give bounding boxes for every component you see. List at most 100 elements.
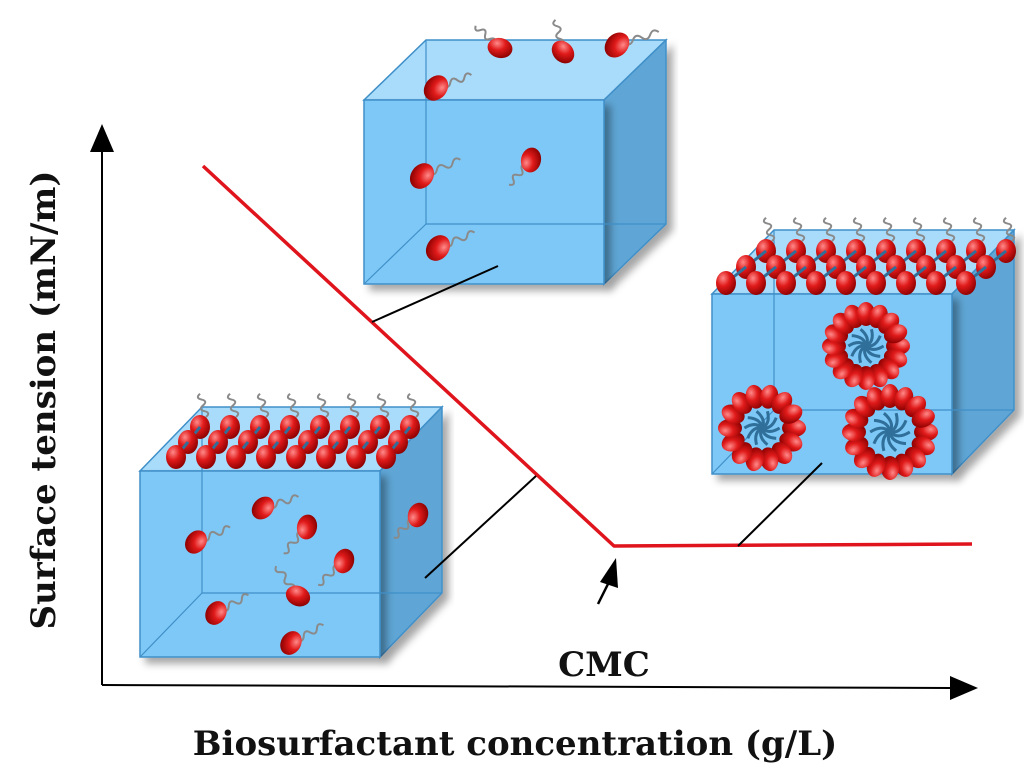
water-tank-intermediate [138, 392, 444, 659]
molecule-head [286, 445, 306, 469]
molecule-head [333, 548, 355, 574]
molecule-head [185, 530, 207, 554]
molecule-head [883, 324, 908, 344]
molecule-head [296, 514, 318, 540]
molecule-head [520, 147, 542, 173]
molecule-head [407, 502, 429, 528]
molecule-head [280, 631, 302, 655]
micelle [842, 384, 938, 480]
x-axis-label: Biosurfactant concentration (g/L) [193, 724, 837, 764]
molecule-head [285, 585, 311, 607]
molecule-tail [444, 230, 476, 248]
micelle-core-tail [761, 417, 778, 430]
molecule-head [759, 447, 779, 472]
molecule-tail [226, 392, 240, 418]
tank-back-edge [363, 223, 427, 285]
molecule-tail [552, 19, 565, 46]
pointer-line-above-cmc [737, 462, 823, 547]
cmc-arrow-icon [600, 558, 618, 588]
molecule-head [487, 37, 513, 59]
molecule-tail [221, 593, 249, 612]
molecule-tail [508, 163, 527, 186]
molecule-head [836, 271, 856, 295]
molecule-tail [623, 29, 660, 46]
molecule-head [779, 404, 803, 424]
molecule-head [425, 235, 451, 261]
axes [90, 124, 978, 700]
x-axis-arrow-icon [950, 676, 978, 700]
molecule-head [956, 271, 976, 295]
micelle [822, 302, 910, 390]
molecule-tail [822, 216, 836, 242]
tank-front-face [363, 99, 605, 285]
molecule-head [376, 445, 396, 469]
water-tank-low [362, 19, 668, 286]
panel-low-concentration [362, 19, 668, 323]
molecule-head [604, 32, 630, 58]
molecule-head [256, 445, 276, 469]
molecule-head [409, 163, 435, 189]
molecule-tail [1002, 216, 1016, 242]
molecule-head [894, 453, 914, 477]
molecule-tail [852, 216, 866, 242]
tank-back-edge [139, 592, 203, 658]
molecule-tail [274, 565, 296, 591]
molecule-tail [942, 216, 956, 242]
molecule-head [896, 271, 916, 295]
molecule-tail [286, 392, 300, 418]
molecule-tail [792, 216, 806, 242]
molecule-head [346, 445, 366, 469]
molecule-head [806, 271, 826, 295]
panel-intermediate-concentration [138, 392, 537, 659]
molecule-tail [912, 216, 926, 242]
micelle-core-tail [889, 419, 908, 434]
pointer-line-intermediate [424, 475, 537, 579]
molecule-head [926, 271, 946, 295]
molecule-tail [442, 72, 473, 89]
molecule-tail [346, 392, 360, 418]
molecule-head [721, 432, 745, 452]
micelle [718, 384, 806, 472]
molecule-head [226, 445, 246, 469]
molecule-tail [882, 216, 896, 242]
molecule-tail [283, 530, 303, 555]
molecule-head [911, 408, 935, 428]
molecule-head [845, 436, 869, 456]
molecule-tail [393, 518, 414, 539]
molecule-tail [317, 564, 340, 587]
molecule-head [716, 271, 736, 295]
cmc-label: CMC [558, 645, 650, 685]
molecule-head [745, 384, 765, 409]
molecule-head [866, 271, 886, 295]
surface-tension-curve [201, 164, 973, 548]
molecule-tail [762, 216, 776, 242]
y-axis-label: Surface tension (mN/m) [24, 171, 64, 630]
micelle-core-tail [865, 335, 882, 348]
molecule-head [166, 445, 186, 469]
molecule-head [746, 271, 766, 295]
molecule-head [423, 75, 449, 101]
molecule-head [316, 445, 336, 469]
molecule-head [866, 387, 886, 411]
molecule-tail [296, 623, 324, 642]
molecule-tail [406, 392, 420, 418]
molecule-head [551, 40, 575, 64]
molecule-tail [316, 392, 330, 418]
molecule-head [196, 445, 216, 469]
molecule-tail [196, 392, 210, 418]
molecule-tail [201, 525, 231, 542]
molecule-head [776, 271, 796, 295]
molecule-tail [972, 216, 986, 242]
cmc-marker: CMC [558, 558, 650, 685]
molecule-head [205, 601, 227, 625]
molecule-tail [376, 392, 390, 418]
panel-above-cmc [710, 216, 1016, 547]
molecule-tail [269, 494, 300, 509]
molecule-tail [428, 157, 461, 176]
pointer-line-low [371, 265, 499, 323]
water-tank-above-cmc [710, 216, 1016, 480]
x-axis-line [101, 684, 951, 689]
molecule-tail [474, 25, 497, 44]
y-axis-arrow-icon [90, 124, 114, 152]
